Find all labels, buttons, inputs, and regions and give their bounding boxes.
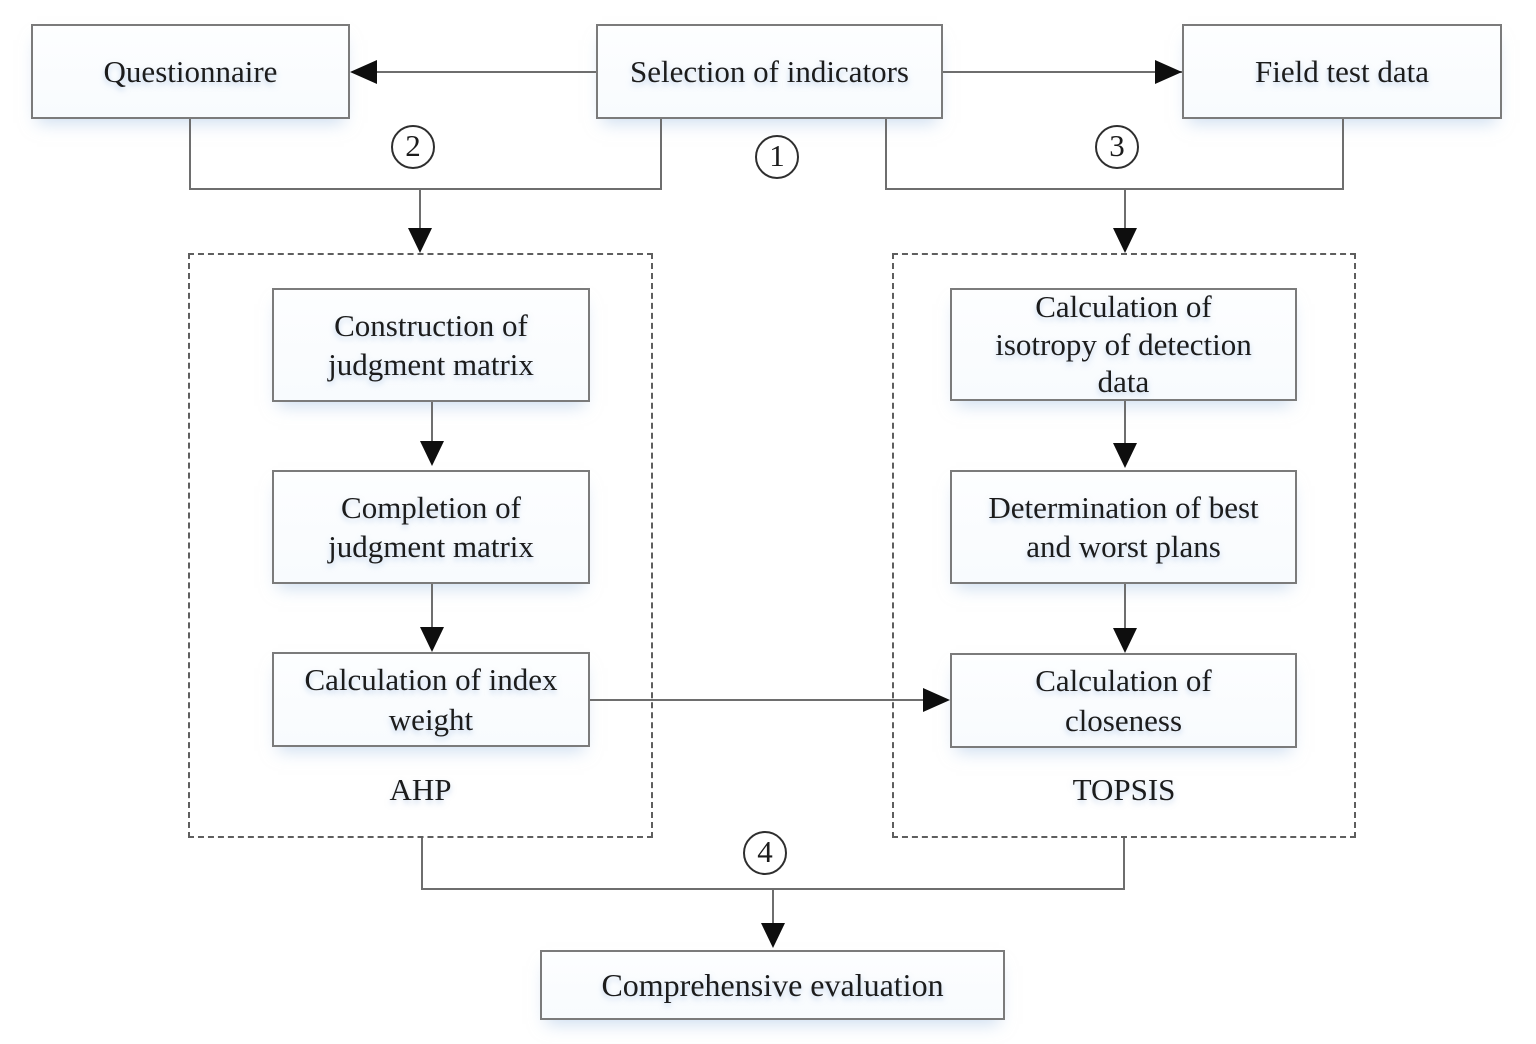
arrowhead-down-icon <box>408 228 432 253</box>
step-marker-1: 1 <box>755 135 799 179</box>
step-marker-3: 3 <box>1095 125 1139 169</box>
connector-questionnaire-down <box>189 119 191 188</box>
arrowhead-left-icon <box>350 60 377 84</box>
step-marker-4-label: 4 <box>757 834 773 869</box>
step-marker-2: 2 <box>391 125 435 169</box>
node-completion-of-judgment-matrix: Completion of judgment matrix <box>272 470 590 584</box>
step-marker-1-label: 1 <box>769 138 785 173</box>
node-construction-of-judgment-matrix: Construction of judgment matrix <box>272 288 590 402</box>
connector-topsis-down <box>1123 838 1125 888</box>
step-marker-3-label: 3 <box>1109 128 1125 163</box>
connector-selection-to-questionnaire <box>352 71 596 73</box>
group-ahp-label: AHP <box>389 772 452 807</box>
connector-selection-down-left <box>660 119 662 188</box>
arrowhead-right-icon <box>1155 60 1182 84</box>
connector-best-worst-to-closeness <box>1124 584 1126 629</box>
node-questionnaire: Questionnaire <box>31 24 350 119</box>
node-selection-of-indicators: Selection of indicators <box>596 24 943 119</box>
connector-merge-right <box>885 188 1344 190</box>
connector-selection-down-right <box>885 119 887 188</box>
node-calculation-of-closeness: Calculation of closeness <box>950 653 1297 748</box>
arrowhead-down-icon <box>1113 228 1137 253</box>
arrowhead-down-icon <box>1113 628 1137 653</box>
node-determination-best-worst-plans: Determination of best and worst plans <box>950 470 1297 584</box>
arrowhead-down-icon <box>420 441 444 466</box>
connector-completion-to-index-weight <box>431 584 433 628</box>
connector-ahp-down <box>421 838 423 888</box>
group-topsis-label: TOPSIS <box>1072 772 1176 807</box>
node-comprehensive-evaluation: Comprehensive evaluation <box>540 950 1005 1020</box>
arrowhead-down-icon <box>1113 443 1137 468</box>
connector-drop-to-ahp <box>419 188 421 230</box>
node-field-test-data: Field test data <box>1182 24 1502 119</box>
connector-drop-to-comprehensive <box>772 888 774 924</box>
connector-index-weight-to-closeness <box>590 699 925 701</box>
step-marker-4: 4 <box>743 831 787 875</box>
connector-selection-to-field-test <box>943 71 1182 73</box>
arrowhead-down-icon <box>420 627 444 652</box>
connector-drop-to-topsis <box>1124 188 1126 230</box>
connector-merge-left <box>189 188 662 190</box>
node-calculation-of-isotropy: Calculation of isotropy of detection dat… <box>950 288 1297 401</box>
arrowhead-right-icon <box>923 688 950 712</box>
connector-isotropy-to-best-worst <box>1124 401 1126 444</box>
step-marker-2-label: 2 <box>405 128 421 163</box>
node-calculation-of-index-weight: Calculation of index weight <box>272 652 590 747</box>
connector-field-test-down <box>1342 119 1344 188</box>
connector-construction-to-completion <box>431 402 433 442</box>
arrowhead-down-icon <box>761 923 785 948</box>
group-ahp <box>188 253 653 838</box>
group-topsis <box>892 253 1356 838</box>
